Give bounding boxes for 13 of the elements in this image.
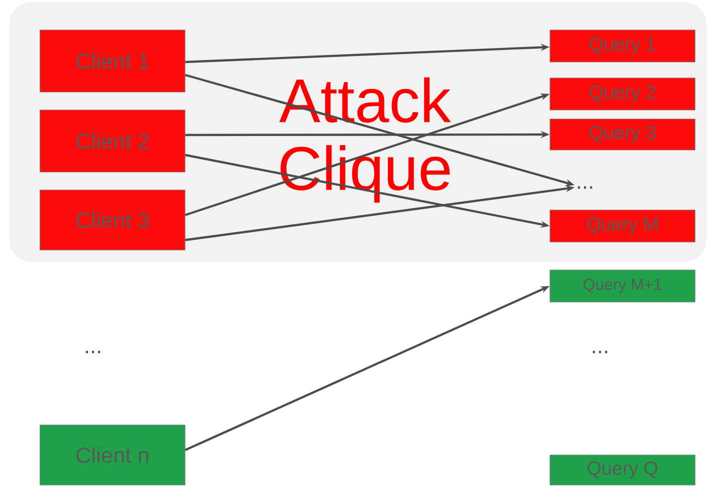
query-box: Query 3 <box>550 118 696 150</box>
ellipsis-text: ... <box>578 186 592 189</box>
client-box: Client 1 <box>40 30 186 92</box>
client-box: Client 3 <box>40 190 186 250</box>
client-box: Client n <box>40 424 186 486</box>
query-box: Query 2 <box>550 78 696 110</box>
ellipsis-text: ... <box>592 350 608 354</box>
client-box: Client 2 <box>40 110 186 172</box>
query-box: Query M <box>550 210 696 242</box>
ellipsis-text: ... <box>86 350 100 354</box>
query-box: Query M+1 <box>550 270 696 302</box>
query-box: Query 1 <box>550 30 696 62</box>
query-box: Query Q <box>550 454 696 486</box>
